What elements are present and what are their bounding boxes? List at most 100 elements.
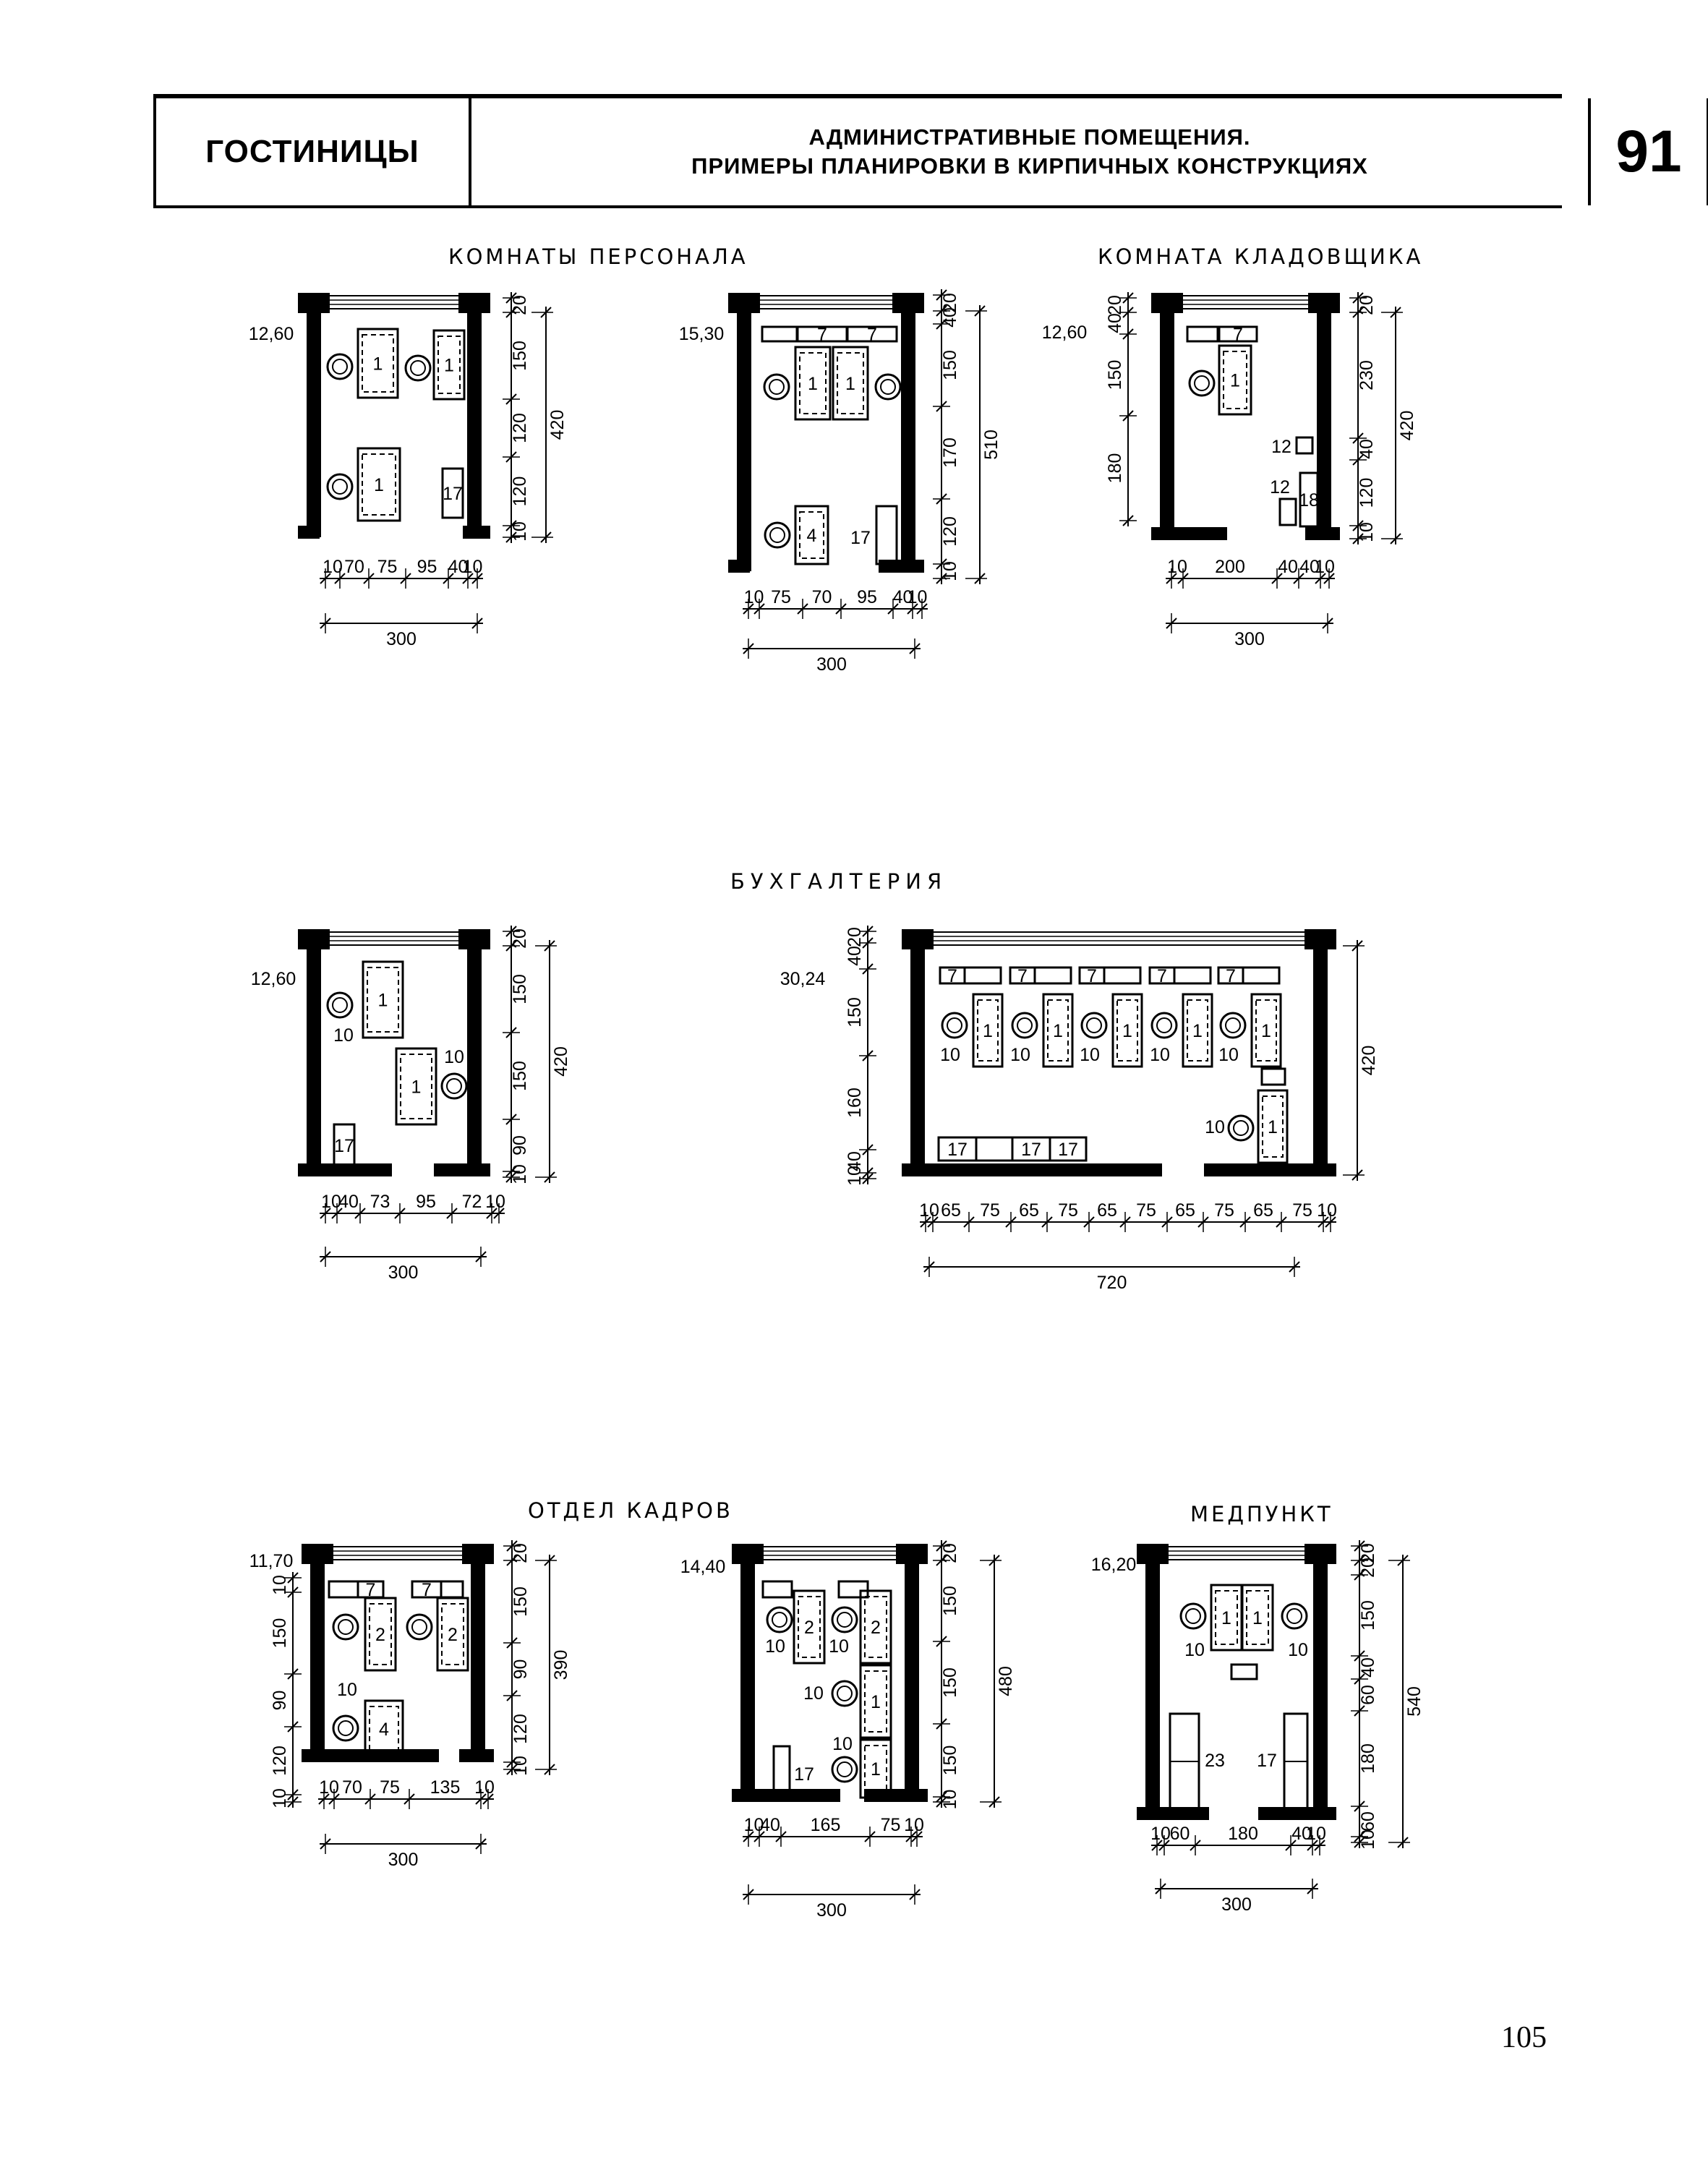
furniture-number: 2 <box>448 1625 458 1645</box>
wall-right <box>471 1544 485 1761</box>
furniture-number: 10 <box>1205 1117 1225 1137</box>
dimension-value: 40 <box>338 1192 359 1212</box>
wall-bottom-left <box>732 1789 840 1802</box>
chair <box>1227 1114 1255 1142</box>
dimension-value: 120 <box>940 516 960 547</box>
chair-inner <box>1086 1017 1102 1033</box>
dimension-value: 70 <box>812 587 832 607</box>
dimension-value: 90 <box>511 1659 531 1680</box>
chair-inner <box>338 1619 354 1635</box>
desk-drawer <box>1223 351 1247 409</box>
header-title: АДМИНИСТРАТИВНЫЕ ПОМЕЩЕНИЯ. ПРИМЕРЫ ПЛАН… <box>469 98 1588 205</box>
dimension-value: 75 <box>1292 1200 1312 1221</box>
dimension-total: 420 <box>551 1046 571 1077</box>
desk-drawer <box>837 352 864 414</box>
dimension-value: 160 <box>845 1088 865 1118</box>
shelf <box>761 325 798 343</box>
width-total: 720 <box>923 1257 1300 1293</box>
desk <box>1182 993 1213 1068</box>
furniture-number: 1 <box>444 356 454 376</box>
furniture-number: 17 <box>794 1764 814 1785</box>
chair <box>1011 1012 1038 1039</box>
furniture-number: 7 <box>1087 966 1097 986</box>
furniture-number: 2 <box>804 1618 814 1638</box>
chair-inner <box>947 1017 962 1033</box>
shelf <box>440 1580 464 1599</box>
cabinet <box>441 467 464 519</box>
desk <box>794 346 832 421</box>
width-total: 300 <box>743 1884 921 1921</box>
furniture-number: 4 <box>807 526 817 546</box>
chair-inner <box>837 1612 853 1628</box>
dimension-value: 120 <box>510 413 530 443</box>
desk-drawer <box>1047 999 1069 1061</box>
furniture-number: 7 <box>366 1580 376 1600</box>
desk-drawer <box>799 511 824 559</box>
furniture-number: 1 <box>1230 371 1240 391</box>
desk-drawer <box>864 1596 887 1658</box>
dimension-value: 60 <box>1170 1824 1190 1844</box>
dimension-value: 120 <box>270 1746 290 1776</box>
desk-drawer <box>362 334 394 393</box>
desk <box>1241 1584 1274 1652</box>
chair-inner <box>332 997 348 1013</box>
height-total: 420 <box>535 940 571 1183</box>
dimension-value: 72 <box>462 1192 482 1212</box>
dimension-value: 75 <box>1214 1200 1234 1221</box>
header-title-line2: ПРИМЕРЫ ПЛАНИРОВКИ В КИРПИЧНЫХ КОНСТРУКЦ… <box>691 153 1368 179</box>
desk-drawer <box>1215 1590 1238 1645</box>
dimension-value: 90 <box>510 1135 530 1156</box>
chair <box>404 354 432 382</box>
dimension-total: 480 <box>996 1666 1016 1696</box>
dimension-value: 65 <box>1019 1200 1039 1221</box>
dimension-value: 70 <box>344 557 364 577</box>
cabinet <box>1299 471 1319 528</box>
wall-right <box>1317 293 1331 539</box>
desk-drawer <box>437 336 461 394</box>
dimension-value: 40 <box>1105 313 1125 333</box>
dimension-total: 420 <box>1359 1046 1379 1076</box>
small-cabinet <box>1260 1067 1286 1086</box>
dimension-value: 20 <box>1105 295 1125 315</box>
wall-bottom <box>1151 527 1227 540</box>
furniture-number: 10 <box>1080 1045 1100 1065</box>
chair-inner <box>1286 1608 1302 1624</box>
g <box>732 1544 928 1802</box>
dimension-value: 10 <box>1357 522 1377 542</box>
g <box>1151 293 1340 540</box>
dimension-value: 75 <box>771 587 791 607</box>
chair <box>406 1613 433 1641</box>
furniture-number: 1 <box>374 475 384 495</box>
small-cabinet <box>1295 436 1314 455</box>
dimension-value: 40 <box>1278 557 1298 577</box>
desk-drawer <box>1116 999 1138 1061</box>
dimension-value: 10 <box>511 1756 531 1776</box>
chair-inner <box>772 1612 787 1628</box>
desk <box>364 1699 404 1759</box>
dimension-value: 10 <box>485 1192 505 1212</box>
wall-left <box>737 293 751 571</box>
furniture-number: 17 <box>1021 1140 1041 1160</box>
wall-bottom-right <box>1258 1807 1336 1820</box>
dimension-value: 20 <box>1358 1558 1378 1578</box>
dimension-total: 300 <box>388 1263 419 1283</box>
room-area: 15,30 <box>679 324 725 344</box>
wall-right <box>901 293 915 571</box>
furniture-number: 7 <box>1233 325 1243 345</box>
chair-inner <box>1185 1608 1201 1624</box>
desk-drawer <box>400 1054 432 1119</box>
dimension-value: 40 <box>760 1815 780 1835</box>
chair <box>764 521 791 549</box>
furniture-number: 1 <box>373 354 383 375</box>
wall-bottom-end <box>1305 527 1340 540</box>
wall-left <box>1160 293 1174 539</box>
chair-inner <box>1017 1017 1033 1033</box>
furniture-number: 1 <box>808 374 818 394</box>
dimension-total: 300 <box>1234 629 1265 649</box>
